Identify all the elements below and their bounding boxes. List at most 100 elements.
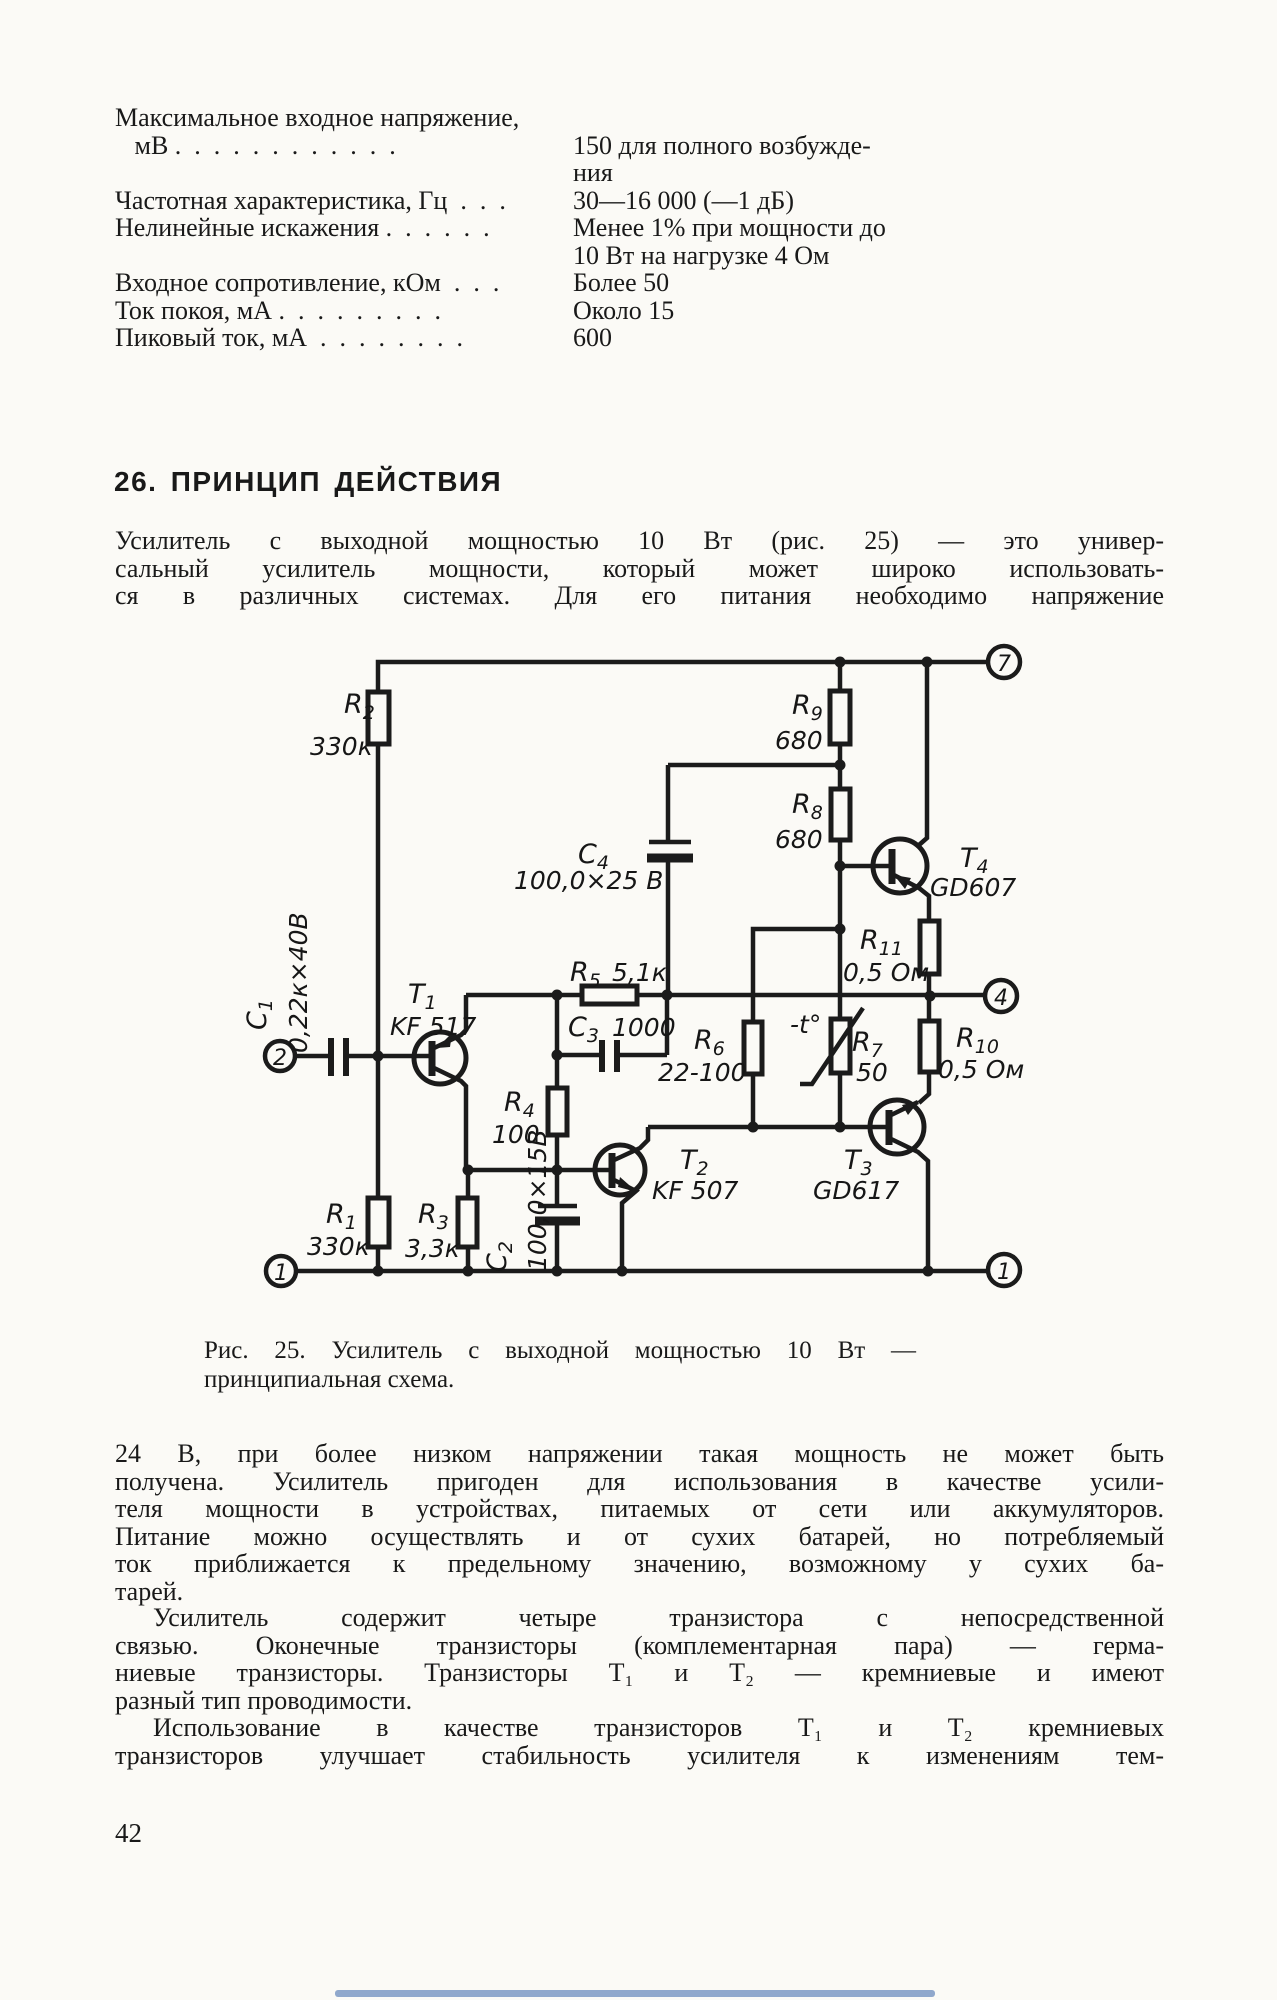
spec-row: Ток покоя, мА . . . . . . . . . Около 15 [115, 295, 1170, 325]
value-r8: 680 [775, 825, 823, 854]
value-t4: GD607 [930, 873, 1016, 902]
capacitors [328, 839, 693, 1226]
label-r7: R7 [852, 1027, 883, 1062]
value-r4: 100 [492, 1120, 540, 1149]
text-line: Усилитель с выходной мощностью 10 Вт (ри… [115, 526, 1164, 555]
figure-caption: Рис. 25. Усилитель с выходной мощностью … [204, 1337, 916, 1394]
terminal-7 [985, 643, 1023, 681]
spec-value: 600 [573, 323, 612, 352]
text-line: ниевые транзисторы. Транзисторы Т₁ и Т₂ … [115, 1658, 1164, 1688]
text-line: связью. Оконечные транзисторы (комплемен… [115, 1630, 1164, 1660]
label-r4: R4 [504, 1087, 535, 1122]
spec-row: Входное сопротивление, кОм . . .Более 50 [115, 269, 1170, 297]
value-c1: 0,22к×40В [284, 912, 313, 1053]
label-thermal: -t° [790, 1010, 821, 1039]
label-r9: R9 [792, 690, 823, 725]
text-line: Питание можно осуществлять и от сухих ба… [115, 1521, 1164, 1551]
spec-label: Максимальное входное напряжение, [115, 103, 520, 132]
label-r1: R1 [326, 1199, 357, 1234]
emitter-arrows [437, 875, 919, 1192]
paragraph: Усилитель с выходной мощностью 10 Вт (ри… [115, 527, 1164, 610]
transistor-t3-symbol [867, 1097, 927, 1157]
text-line: Использование в качестве транзисторов Т₁… [153, 1713, 1164, 1742]
spec-row: ния [115, 159, 1170, 187]
spec-row: 10 Вт на нагрузке 4 Ом [115, 240, 1170, 270]
transistor-base-bars [428, 849, 896, 1188]
value-t1: KF 517 [390, 1012, 477, 1041]
terminal-1-left-number: 1 [274, 1261, 288, 1286]
junction-dots [372, 656, 936, 1277]
paragraph: 24 В, при более низком напряжении такая … [115, 1440, 1164, 1606]
label-c4: C4 [578, 839, 609, 874]
text-line: теля мощности в устройствах, питаемых от… [115, 1494, 1164, 1524]
spec-value [573, 104, 1170, 132]
resistor-r2 [365, 689, 392, 747]
value-r6: 22-100 [658, 1058, 747, 1087]
paragraph: Использование в качестве транзисторов Т₁… [115, 1714, 1164, 1769]
resistor-r1 [365, 1195, 392, 1250]
text-line: 24 В, при более низком напряжении такая … [115, 1439, 1164, 1468]
terminal-7-number: 7 [997, 652, 1011, 677]
terminal-2-number: 2 [273, 1046, 287, 1071]
spec-label: Пиковый ток, мА . . . . . . . . [115, 323, 464, 352]
label-r11: R11 [860, 925, 903, 960]
spec-label: мВ . . . . . . . . . . . . [115, 130, 396, 160]
label-c3: C3 [568, 1012, 599, 1047]
spec-row: Максимальное входное напряжение, [115, 104, 1170, 132]
resistor-r9 [827, 688, 853, 747]
label-r6: R6 [694, 1025, 725, 1060]
spec-label: Частотная характеристика, Гц . . . [115, 185, 506, 215]
thermistor-r7 [828, 1016, 853, 1076]
spec-value: 10 Вт на нагрузке 4 Ом [573, 240, 830, 270]
spec-value: 30—16 000 (—1 дБ) [573, 185, 794, 215]
text-line: получена. Усилитель пригоден для использ… [115, 1466, 1164, 1496]
label-r8: R8 [792, 789, 823, 824]
caption-line: принципиальная схема. [204, 1365, 455, 1393]
label-r3: R3 [418, 1199, 449, 1234]
resistors [365, 688, 942, 1250]
value-c3: 1000 [612, 1013, 676, 1042]
figure-25: 7 4 2 1 1 R2 330к R9 680 R8 680 T4 GD607… [0, 630, 1277, 1335]
spec-row: Нелинейные искажения . . . . . . Менее 1%… [115, 214, 1170, 242]
text-line: ся в различных системах. Для его питания… [115, 581, 1164, 611]
spec-label: Нелинейные искажения . . . . . . [115, 213, 490, 242]
spec-label [115, 159, 573, 187]
value-t3: GD617 [813, 1176, 899, 1205]
label-c1: C1 [242, 999, 277, 1030]
terminal-4-number: 4 [994, 986, 1008, 1011]
terminal-4 [982, 977, 1020, 1015]
value-r10: 0,5 Ом [938, 1055, 1024, 1084]
spec-value: Менее 1% при мощности до [573, 213, 886, 242]
value-r2: 330к [310, 732, 373, 761]
spec-label: Ток покоя, мА . . . . . . . . . [115, 295, 441, 325]
resistor-r10 [917, 1018, 942, 1075]
value-r9: 680 [775, 726, 823, 755]
text-line: транзисторов улучшает стабильность усили… [115, 1740, 1164, 1770]
spec-value: Около 15 [573, 295, 675, 325]
label-t4: T4 [960, 843, 989, 878]
value-t2: KF 507 [652, 1176, 739, 1205]
text-line: сальный усилитель мощности, который може… [115, 553, 1164, 583]
terminal-1-left [263, 1253, 299, 1289]
wires [296, 659, 989, 1274]
spec-value: 150 для полного возбужде- [573, 130, 871, 160]
label-t3: T3 [844, 1145, 873, 1180]
value-c4: 100,0×25 В [514, 866, 663, 895]
paragraph: Усилитель содержит четыре транзистора с … [115, 1604, 1164, 1714]
component-labels: R2 330к R9 680 R8 680 T4 GD607 C4 100,0×… [242, 689, 1024, 1272]
resistor-r3 [455, 1195, 480, 1250]
value-r7: 50 [856, 1058, 888, 1087]
terminal-2 [262, 1038, 298, 1074]
value-r11: 0,5 Ом [843, 958, 929, 987]
label-t2: T2 [680, 1145, 709, 1180]
text-line: тарей. [115, 1576, 184, 1606]
value-c2: 100,0×15В [523, 1130, 552, 1271]
resistor-r8 [828, 786, 853, 843]
label-t1: T1 [408, 979, 437, 1014]
label-r5: R5 [570, 957, 601, 992]
value-r3: 3,3к [405, 1234, 460, 1263]
text-line: ток приближается к предельному значению,… [115, 1549, 1164, 1579]
terminal-1-right-number: 1 [997, 1260, 1011, 1285]
terminal-1-right [985, 1251, 1023, 1289]
